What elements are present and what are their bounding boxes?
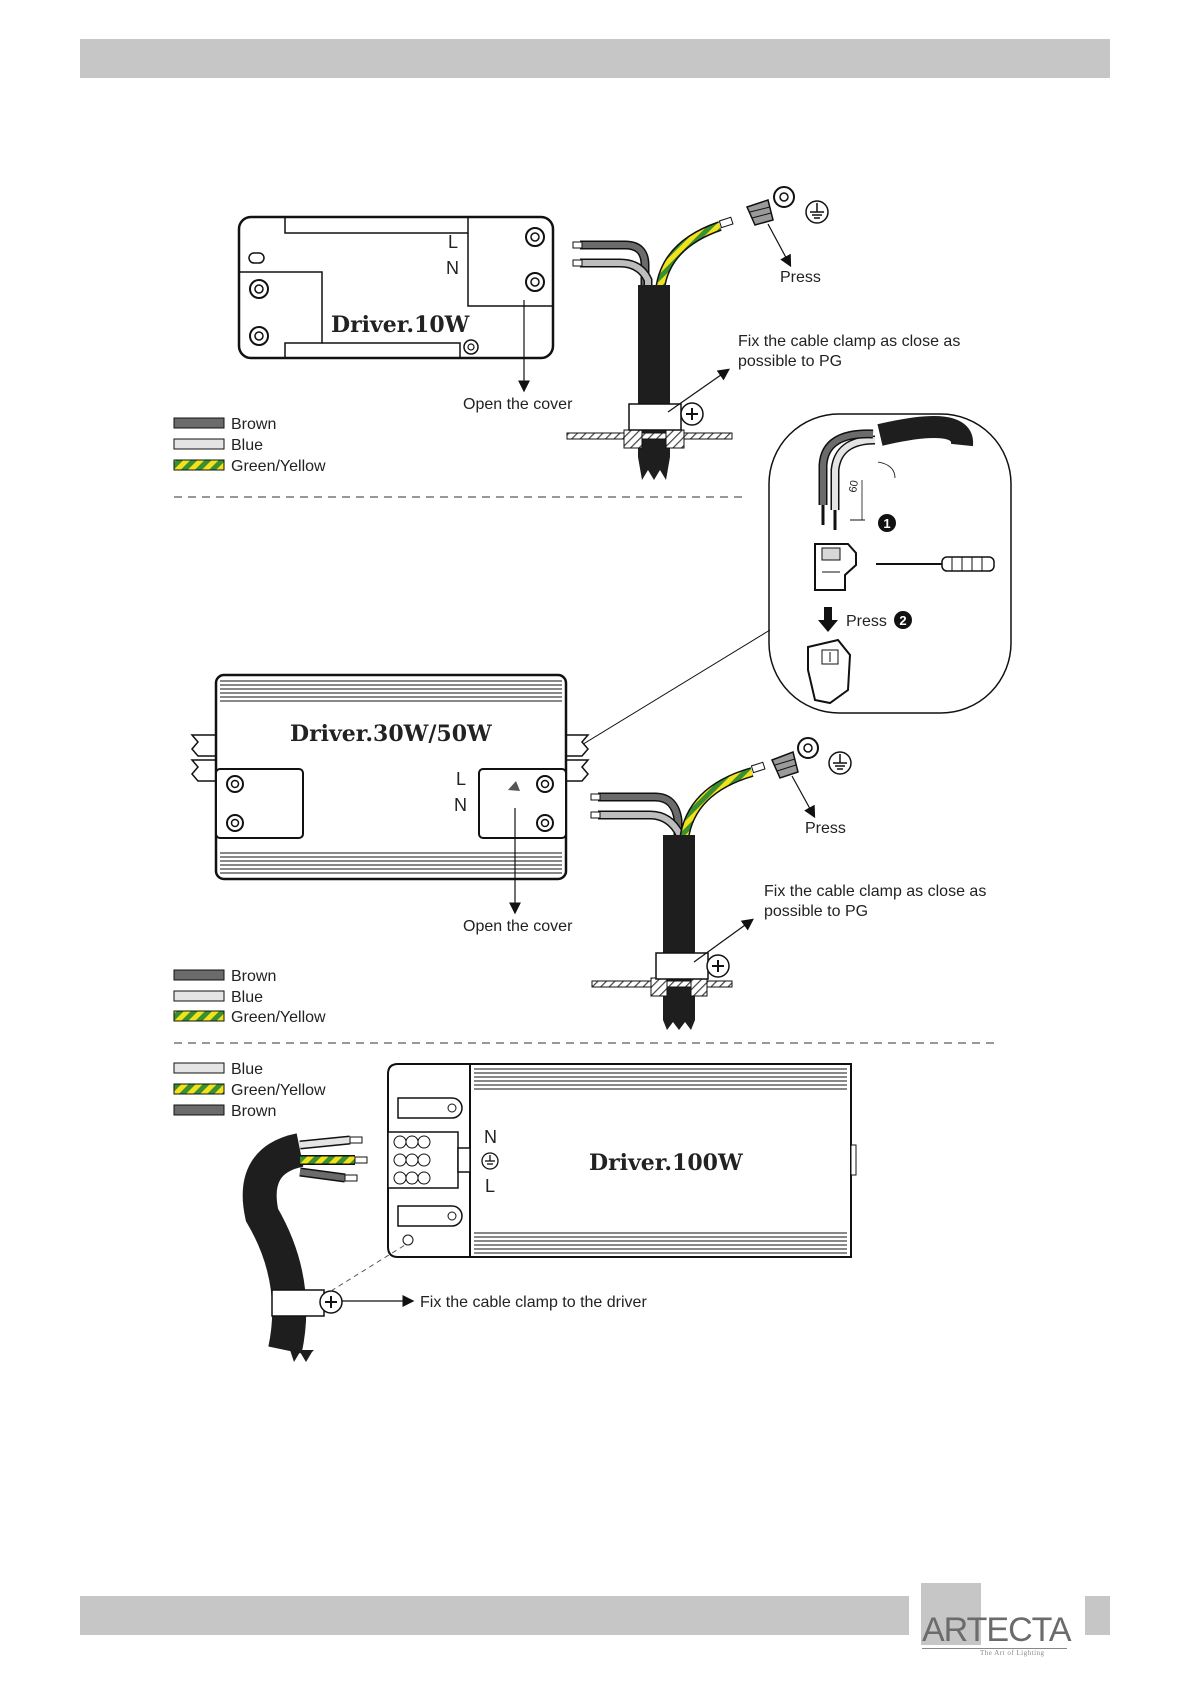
footer-bar	[80, 1596, 909, 1635]
driver-30w-50w-box	[190, 673, 590, 881]
press-label: Press	[805, 820, 846, 837]
driver-10w-label: Driver.10W	[331, 312, 470, 338]
page-number-tab	[1085, 1596, 1110, 1635]
logo-block	[921, 1583, 981, 1645]
legend-brown: Brown	[231, 968, 276, 985]
ground-icon	[805, 200, 829, 224]
legend-green-yellow: Green/Yellow	[231, 1009, 326, 1026]
legend-brown: Brown	[231, 416, 276, 433]
legend-green-yellow: Green/Yellow	[231, 1082, 326, 1099]
terminal-n-label: N	[446, 258, 459, 278]
ground-icon	[828, 751, 852, 775]
driver-30w-50w-label: Driver.30W/50W	[290, 721, 492, 747]
number-one-icon: 1	[878, 514, 896, 532]
cable-clamp-30w-50w	[591, 952, 733, 997]
legend-brown: Brown	[231, 1103, 276, 1120]
legend-30w-50w: Brown Blue Green/Yellow	[173, 968, 326, 1026]
ring-terminal-icon	[745, 186, 795, 226]
clamp-note-line1: Fix the cable clamp as close as	[738, 333, 960, 350]
terminal-l-label: L	[448, 232, 458, 252]
legend-blue: Blue	[231, 1061, 263, 1078]
brand-logo: ARTECTA	[922, 1611, 1072, 1649]
number-two-icon: 2	[894, 611, 912, 629]
svg-text:2: 2	[899, 613, 906, 628]
press-label: Press	[780, 269, 821, 286]
logo-underline	[922, 1648, 1067, 1649]
clamp-note: Fix the cable clamp to the driver	[420, 1294, 647, 1311]
press-down-arrow	[818, 607, 838, 632]
driver-10w-box	[237, 215, 555, 360]
press-arrow	[791, 775, 816, 819]
cable-clamp-100w	[271, 1289, 343, 1317]
connector-detail: 60 1 Press 2	[768, 413, 1012, 714]
ring-terminal-icon	[770, 737, 819, 779]
brand-tagline: The Art of Lighting	[980, 1649, 1045, 1657]
ground-icon	[481, 1152, 499, 1170]
terminal-n-label: N	[484, 1127, 497, 1147]
wires-30w-50w	[590, 761, 766, 1030]
press-arrow	[767, 223, 792, 268]
svg-text:1: 1	[883, 516, 890, 531]
driver-100w-box	[387, 1063, 857, 1258]
clamp-note-line2: possible to PG	[738, 353, 842, 370]
terminal-n-label: N	[454, 795, 467, 815]
legend-10w: Brown Blue Green/Yellow	[173, 416, 326, 475]
strip-length-label: 60	[847, 479, 861, 493]
clamp-mount-guide	[330, 1244, 406, 1292]
header-bar	[80, 39, 1110, 78]
section-driver-10w: L N Driver.10W Open the cover	[173, 186, 960, 480]
driver-100w-label: Driver.100W	[589, 1150, 743, 1176]
clamp-note-line2: possible to PG	[764, 903, 868, 920]
section-driver-100w: Blue Green/Yellow Brown	[173, 1061, 857, 1362]
clamp-arrow	[693, 918, 754, 963]
clamp-note-line1: Fix the cable clamp as close as	[764, 883, 986, 900]
open-cover-label: Open the cover	[463, 918, 573, 935]
legend-100w: Blue Green/Yellow Brown	[173, 1061, 326, 1120]
terminal-l-label: L	[456, 769, 466, 789]
wires-100w	[242, 1133, 368, 1362]
terminal-l-label: L	[485, 1176, 495, 1196]
detail-press-label: Press	[846, 613, 887, 630]
legend-blue: Blue	[231, 437, 263, 454]
wires-10w	[572, 216, 734, 480]
legend-green-yellow: Green/Yellow	[231, 458, 326, 475]
cable-clamp-10w	[566, 402, 733, 449]
legend-blue: Blue	[231, 989, 263, 1006]
section-driver-30w-50w: Driver.30W/50W L N Open the cover	[173, 673, 986, 1030]
open-cover-label: Open the cover	[463, 396, 573, 413]
screwdriver-icon	[876, 556, 995, 572]
clamp-arrow	[667, 368, 730, 413]
